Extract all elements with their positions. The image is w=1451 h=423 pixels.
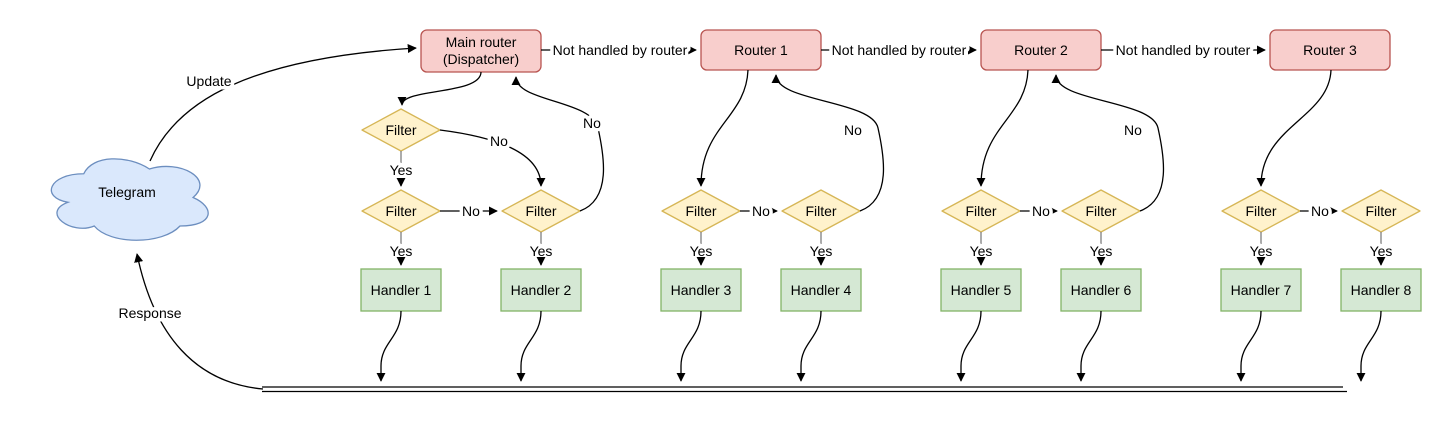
- handler-2-box: [500, 268, 582, 312]
- edge-no-return-router1: [771, 74, 885, 212]
- yes-label: Yes: [810, 243, 833, 259]
- router-2-node: Router 2: [980, 29, 1102, 71]
- edge-no-return-router2: [1051, 74, 1165, 212]
- edge-router3-to-filter: [1256, 69, 1332, 187]
- yes-label: Yes: [690, 243, 713, 259]
- not-handled-label: Not handled by router: [832, 42, 967, 58]
- edge-handler-to-bus: [376, 310, 402, 382]
- filter-label: Filter: [685, 203, 716, 219]
- filter-label: Filter: [385, 122, 416, 138]
- filter-label: Filter: [1085, 203, 1116, 219]
- handler-4-box: [780, 268, 862, 312]
- edge-main-to-filter1: [397, 71, 482, 106]
- edge-handler-to-bus: [1236, 310, 1262, 382]
- router-2-label: Router 2: [1014, 42, 1068, 58]
- filter-label: Filter: [1245, 203, 1276, 219]
- response-label: Response: [118, 305, 181, 321]
- router-1-label: Router 1: [734, 42, 788, 58]
- handler-3-box: [660, 268, 742, 312]
- filter-diamond: Filter: [361, 189, 441, 233]
- cloud-shape: [50, 158, 209, 241]
- update-label: Update: [186, 73, 231, 89]
- handler-3-label: Handler 3: [671, 282, 732, 298]
- yes-connectors: Yes Yes Yes Yes Yes Yes Yes Yes: [386, 232, 1396, 266]
- handler-1-label: Handler 1: [371, 282, 432, 298]
- edge-no-return-main: [511, 76, 605, 212]
- telegram-label: Telegram: [98, 184, 156, 200]
- handler-6-label: Handler 6: [1071, 282, 1132, 298]
- handler-1-box: [360, 268, 442, 312]
- edge-handler-to-bus: [516, 310, 542, 382]
- filter-diamond: Filter: [1221, 189, 1301, 233]
- handler-4-label: Handler 4: [791, 282, 852, 298]
- edge-router1-to-filter: [696, 69, 749, 187]
- handler-8-box: [1340, 268, 1422, 312]
- yes-label: Yes: [1090, 243, 1113, 259]
- filter-diamond: Filter: [1061, 189, 1141, 233]
- no-label: No: [462, 203, 480, 219]
- filter-diamond: Filter: [661, 189, 741, 233]
- handler-5-label: Handler 5: [951, 282, 1012, 298]
- filter-diamond: Filter: [501, 189, 581, 233]
- yes-label: Yes: [390, 243, 413, 259]
- handler-5-box: [940, 268, 1022, 312]
- edge-handler-to-bus: [796, 310, 822, 382]
- filter-label: Filter: [805, 203, 836, 219]
- no-label: No: [752, 203, 770, 219]
- filter-label: Filter: [525, 203, 556, 219]
- filter-label: Filter: [965, 203, 996, 219]
- telegram-cloud-node: Telegram: [50, 158, 209, 241]
- main-router-node: Main router (Dispatcher): [420, 29, 542, 73]
- router-3-node: Router 3: [1269, 29, 1391, 71]
- filter-diamond: Filter: [361, 108, 441, 152]
- router-3-box: [1269, 29, 1391, 71]
- edge-handler-to-bus: [956, 310, 982, 382]
- yes-label: Yes: [390, 162, 413, 178]
- no-label: No: [1311, 203, 1329, 219]
- not-handled-label: Not handled by router: [1116, 42, 1251, 58]
- handler-7-label: Handler 7: [1231, 282, 1292, 298]
- edge-filter1-no: [439, 129, 546, 187]
- no-label: No: [844, 122, 862, 138]
- edge-handler-to-bus: [1356, 310, 1382, 382]
- filter-diamond: Filter: [1341, 189, 1421, 233]
- filter-diamond: Filter: [941, 189, 1021, 233]
- edge-response: [134, 253, 264, 390]
- no-label: No: [583, 115, 601, 131]
- not-handled-label: Not handled by router: [553, 42, 688, 58]
- yes-label: Yes: [530, 243, 553, 259]
- no-label: No: [1124, 122, 1142, 138]
- filter-diamond: Filter: [781, 189, 861, 233]
- edge-handler-to-bus: [676, 310, 702, 382]
- edge-handler-to-bus: [1076, 310, 1102, 382]
- no-label: No: [1032, 203, 1050, 219]
- no-label: No: [490, 133, 508, 149]
- router-3-label: Router 3: [1303, 42, 1357, 58]
- filter-label: Filter: [1365, 203, 1396, 219]
- filter-label: Filter: [385, 203, 416, 219]
- main-router-label-line1: Main router: [446, 34, 517, 50]
- router-1-node: Router 1: [700, 29, 822, 71]
- yes-label: Yes: [1250, 243, 1273, 259]
- handler-nodes: Handler 1 Handler 2 Handler 3 Handler 4 …: [360, 268, 1422, 312]
- yes-label: Yes: [1370, 243, 1393, 259]
- filter-shape: [1341, 189, 1421, 233]
- handler-2-label: Handler 2: [511, 282, 572, 298]
- edge-router2-to-filter: [976, 69, 1029, 187]
- edge-update: [149, 43, 417, 162]
- handler-to-bus-edges: [376, 310, 1382, 382]
- main-router-label-line2: (Dispatcher): [443, 51, 519, 67]
- yes-label: Yes: [970, 243, 993, 259]
- handler-8-label: Handler 8: [1351, 282, 1412, 298]
- handler-6-box: [1060, 268, 1142, 312]
